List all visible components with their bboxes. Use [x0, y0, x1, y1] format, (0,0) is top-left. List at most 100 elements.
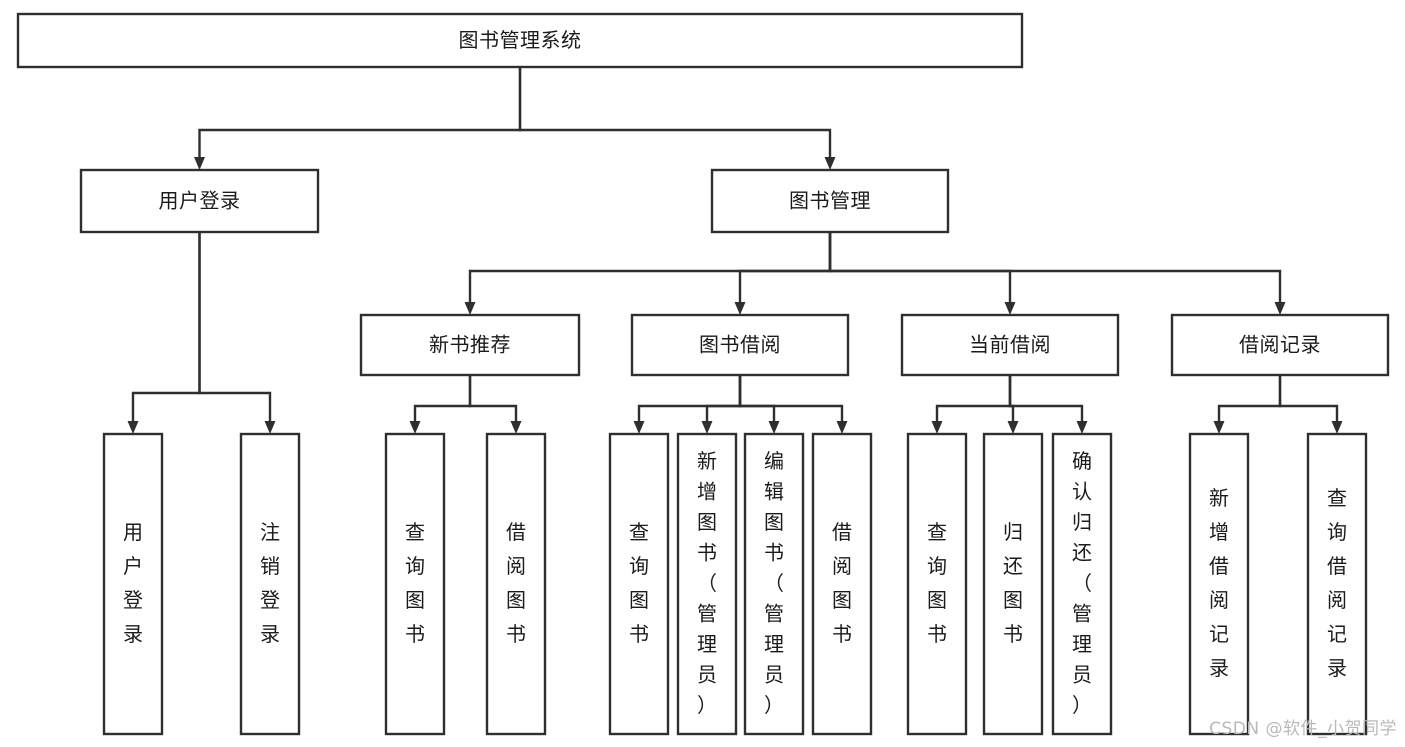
node-box-leaf-edit-book[interactable]: [743, 432, 805, 736]
node-label-new-book-recommend: 新书推荐: [429, 333, 511, 357]
connector-book-manage-to-borrow-record: [828, 232, 1286, 315]
node-label-current-borrow: 当前借阅: [969, 333, 1051, 357]
arrowhead-icon: [1004, 302, 1016, 315]
node-label-leaf-user-logout: 注销登录: [260, 520, 280, 646]
arrowhead-icon: [836, 421, 848, 434]
node-leaf-borrow-book-2[interactable]: 借阅图书: [811, 432, 873, 736]
connector-line: [738, 375, 844, 421]
connector-user-login-to-leaf-user-login: [127, 232, 201, 434]
node-box-borrow-record[interactable]: [1170, 313, 1390, 377]
node-leaf-confirm-return[interactable]: 确认归还（管理员）: [1051, 432, 1113, 736]
connector-line: [828, 232, 1282, 302]
node-box-leaf-user-logout[interactable]: [239, 432, 301, 736]
connector-line: [468, 375, 518, 421]
connector-current-borrow-to-leaf-query-book-3: [931, 375, 1012, 434]
node-book-borrow[interactable]: 图书借阅: [630, 313, 850, 377]
node-box-leaf-query-record[interactable]: [1306, 432, 1368, 736]
node-label-leaf-return-book: 归还图书: [1003, 520, 1023, 646]
node-label-leaf-query-book-3: 查询图书: [927, 520, 947, 646]
node-label-root: 图书管理系统: [459, 28, 582, 52]
node-box-leaf-query-book-1[interactable]: [384, 432, 446, 736]
node-leaf-query-book-3[interactable]: 查询图书: [906, 432, 968, 736]
node-new-book-recommend[interactable]: 新书推荐: [359, 313, 581, 377]
node-leaf-user-logout[interactable]: 注销登录: [239, 432, 301, 736]
node-box-new-book-recommend[interactable]: [359, 313, 581, 377]
node-box-book-borrow[interactable]: [630, 313, 850, 377]
node-box-root[interactable]: [16, 12, 1024, 69]
connector-line: [637, 375, 742, 421]
arrowhead-icon: [734, 302, 746, 315]
node-leaf-borrow-book-1[interactable]: 借阅图书: [485, 432, 547, 736]
node-root[interactable]: 图书管理系统: [16, 12, 1024, 69]
node-label-book-borrow: 图书借阅: [699, 333, 781, 357]
connector-line: [705, 375, 742, 421]
node-box-current-borrow[interactable]: [900, 313, 1120, 377]
node-leaf-return-book[interactable]: 归还图书: [982, 432, 1044, 736]
node-box-leaf-user-login[interactable]: [102, 432, 164, 736]
node-current-borrow[interactable]: 当前借阅: [900, 313, 1120, 377]
node-borrow-record[interactable]: 借阅记录: [1170, 313, 1390, 377]
node-leaf-add-book[interactable]: 新增图书（管理员）: [676, 432, 738, 736]
node-label-leaf-user-login: 用户登录: [123, 520, 143, 646]
arrowhead-icon: [768, 421, 780, 434]
connector-line: [738, 375, 776, 421]
node-box-leaf-add-record[interactable]: [1188, 432, 1250, 736]
connector-new-book-recommend-to-leaf-borrow-book-1: [468, 375, 522, 434]
node-box-leaf-borrow-book-1[interactable]: [485, 432, 547, 736]
csdn-watermark: CSDN @软件_小贺同学: [1209, 719, 1397, 739]
arrowhead-icon: [633, 421, 645, 434]
connector-new-book-recommend-to-leaf-query-book-1: [409, 375, 472, 434]
connector-line: [738, 232, 832, 302]
connector-root-to-book-manage: [518, 67, 836, 170]
connector-root-to-user-login: [194, 67, 522, 170]
node-box-book-manage[interactable]: [710, 168, 950, 234]
connector-current-borrow-to-leaf-confirm-return: [1008, 375, 1088, 434]
arrowhead-icon: [510, 421, 522, 434]
node-leaf-query-record[interactable]: 查询借阅记录: [1306, 432, 1368, 736]
node-box-user-login[interactable]: [79, 168, 320, 234]
connector-line: [1217, 375, 1282, 421]
arrowhead-icon: [1213, 421, 1225, 434]
connector-line: [468, 232, 832, 302]
node-leaf-query-book-2[interactable]: 查询图书: [608, 432, 670, 736]
node-leaf-query-book-1[interactable]: 查询图书: [384, 432, 446, 736]
node-label-leaf-borrow-book-2: 借阅图书: [832, 520, 852, 646]
node-leaf-edit-book[interactable]: 编辑图书（管理员）: [743, 432, 805, 736]
node-label-leaf-query-record: 查询借阅记录: [1327, 486, 1347, 680]
arrowhead-icon: [701, 421, 713, 434]
node-label-book-manage: 图书管理: [789, 189, 871, 213]
node-box-leaf-borrow-book-2[interactable]: [811, 432, 873, 736]
node-box-leaf-add-book[interactable]: [676, 432, 738, 736]
connector-line: [1278, 375, 1339, 421]
node-label-leaf-confirm-return: 确认归还（管理员）: [1072, 449, 1092, 717]
node-leaf-add-record[interactable]: 新增借阅记录: [1188, 432, 1250, 736]
node-box-leaf-query-book-2[interactable]: [608, 432, 670, 736]
connector-book-manage-to-book-borrow: [734, 232, 832, 315]
node-label-user-login: 用户登录: [159, 189, 241, 213]
node-box-leaf-return-book[interactable]: [982, 432, 1044, 736]
node-label-leaf-query-book-1: 查询图书: [405, 520, 425, 646]
node-box-leaf-confirm-return[interactable]: [1051, 432, 1113, 736]
arrowhead-icon: [824, 157, 836, 170]
connector-book-borrow-to-leaf-borrow-book-2: [738, 375, 848, 434]
node-label-leaf-add-record: 新增借阅记录: [1209, 486, 1229, 680]
arrowhead-icon: [1007, 421, 1019, 434]
connector-book-borrow-to-leaf-add-book: [701, 375, 742, 434]
connector-line: [198, 67, 522, 157]
node-box-leaf-query-book-3[interactable]: [906, 432, 968, 736]
arrowhead-icon: [1274, 302, 1286, 315]
arrowhead-icon: [409, 421, 421, 434]
node-user-login[interactable]: 用户登录: [79, 168, 320, 234]
node-leaf-user-login[interactable]: 用户登录: [102, 432, 164, 736]
connector-borrow-record-to-leaf-add-record: [1213, 375, 1282, 434]
connector-line: [935, 375, 1012, 421]
connector-book-borrow-to-leaf-query-book-2: [633, 375, 742, 434]
connector-line: [413, 375, 472, 421]
arrowhead-icon: [464, 302, 476, 315]
node-book-manage[interactable]: 图书管理: [710, 168, 950, 234]
arrowhead-icon: [194, 157, 205, 170]
connector-line: [198, 232, 272, 421]
connector-user-login-to-leaf-user-logout: [198, 232, 276, 434]
